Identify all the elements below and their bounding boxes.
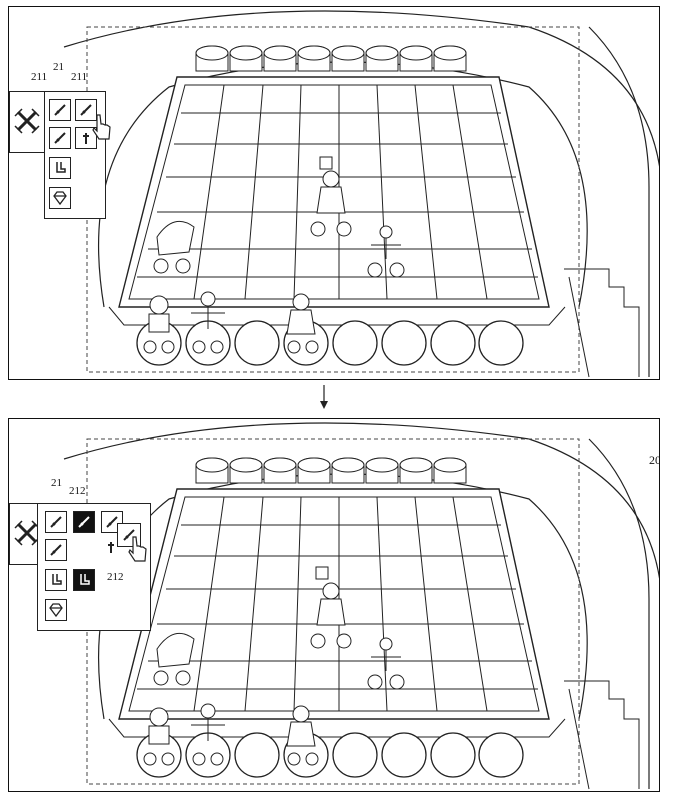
sword-icon (50, 544, 62, 556)
gem-slot[interactable] (45, 599, 67, 621)
weapon-slot-1[interactable] (45, 511, 67, 533)
pointing-hand-icon (92, 114, 111, 140)
ref-212-side: 212 (107, 571, 124, 583)
boot-icon (56, 162, 66, 173)
ref-211-left: 211 (31, 71, 48, 83)
weapon-slot-2[interactable] (75, 99, 97, 121)
gem-slot[interactable] (49, 187, 71, 209)
pointing-hand-icon (128, 536, 147, 562)
weapon-slot-4[interactable] (75, 127, 97, 149)
ref-211-right: 211 (71, 71, 88, 83)
sword-icon (80, 104, 92, 116)
ref-212-top: 212 (69, 485, 86, 497)
piece-boy-right (367, 637, 405, 690)
armor-slot[interactable] (49, 157, 71, 179)
bench-top-slots (195, 457, 467, 484)
sword-icon (83, 133, 89, 144)
boot-icon (80, 574, 90, 585)
ref-21: 21 (51, 477, 62, 489)
bench-pieces (143, 291, 319, 354)
figure-panel-before: 20 211 21 211 (8, 6, 660, 380)
bench-top-slots (195, 45, 467, 72)
bench-bottom-slots (136, 732, 524, 778)
piece-boy-right (367, 225, 405, 278)
piece-dragon-left (153, 220, 195, 274)
down-arrow-icon (320, 385, 328, 409)
sword-icon (54, 132, 66, 144)
game-scene (63, 10, 659, 378)
menu-close-tab[interactable] (9, 91, 45, 153)
sword-icon (54, 104, 66, 116)
crossed-swords-icon (14, 108, 40, 134)
figure-panel-after: 20 21 212 212 (8, 418, 660, 792)
weapon-slot-3[interactable] (49, 127, 71, 149)
armor-slot[interactable] (45, 569, 67, 591)
ref-21: 21 (53, 61, 64, 73)
sword-icon (123, 529, 135, 541)
ref-20: 20 (649, 453, 660, 467)
armor-slot-selected[interactable] (73, 569, 95, 591)
weapon-slot-1[interactable] (49, 99, 71, 121)
bench-pieces (143, 703, 319, 766)
sword-icon (78, 516, 90, 528)
sword-icon (108, 542, 114, 553)
piece-dragon-left (153, 632, 195, 686)
piece-elf-center (310, 566, 352, 649)
gem-icon (49, 603, 63, 618)
sword-icon (50, 516, 62, 528)
weapon-slot-3[interactable] (45, 539, 67, 561)
piece-elf-center (310, 156, 352, 237)
boot-icon (52, 574, 62, 585)
gem-icon (53, 191, 67, 206)
weapon-slot-selected[interactable] (73, 511, 95, 533)
sword-icon (106, 516, 118, 528)
crossed-swords-icon (14, 520, 40, 546)
